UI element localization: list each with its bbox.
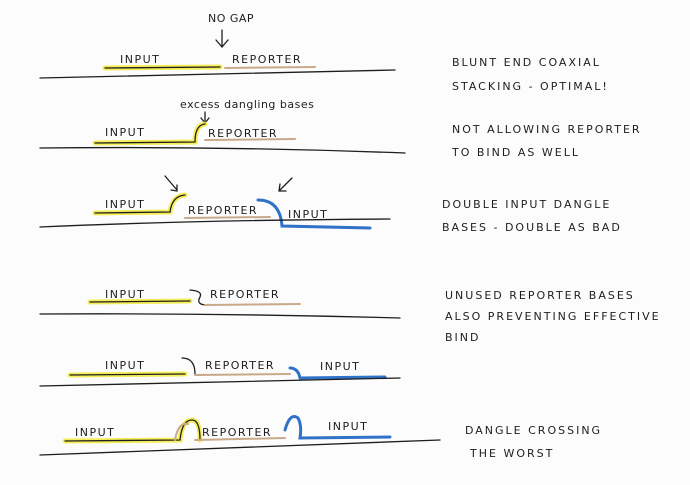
second-input-strand	[283, 415, 392, 440]
template-strand	[39, 439, 441, 456]
reporter-label: REPORTER	[188, 204, 258, 217]
reporter-label: REPORTER	[210, 288, 280, 301]
dangle	[181, 357, 196, 375]
row-2-excess-dangle: excess dangling bases INPUT REPORTER	[39, 98, 406, 154]
description-line: DANGLE CROSSING	[465, 424, 602, 437]
row-5-double-input: INPUT REPORTER INPUT	[39, 357, 401, 387]
description-line: ALSO PREVENTING EFFECTIVE	[445, 310, 661, 323]
descriptions: BLUNT END COAXIAL STACKING - OPTIMAL! NO…	[442, 56, 661, 460]
arrow-icon	[164, 175, 178, 192]
reporter-label: REPORTER	[232, 53, 302, 66]
template-strand	[39, 69, 396, 79]
second-input-strand	[288, 366, 387, 380]
input-label: INPUT	[120, 53, 160, 66]
reporter-dangle	[189, 289, 206, 306]
second-input-strand	[256, 198, 372, 230]
reporter-label: REPORTER	[208, 127, 278, 140]
reporter-strand	[204, 138, 296, 141]
reporter-strand	[184, 216, 271, 219]
description-line: BIND	[445, 331, 481, 344]
description-line: BLUNT END COAXIAL	[452, 56, 601, 69]
arrow-down-icon	[200, 111, 210, 125]
input-label: INPUT	[105, 198, 145, 211]
description-line: NOT ALLOWING REPORTER	[452, 123, 642, 136]
template-strand	[39, 313, 401, 319]
second-input-label: INPUT	[320, 360, 360, 373]
row-1-blunt-end: NO GAP INPUT REPORTER	[39, 12, 396, 79]
reporter-strand	[204, 303, 301, 306]
reporter-label: REPORTER	[205, 359, 275, 372]
second-input-label: INPUT	[288, 208, 328, 221]
row-6-dangle-crossing: INPUT REPORTER INPUT	[39, 415, 441, 456]
input-label: INPUT	[105, 359, 145, 372]
no-gap-annotation: NO GAP	[208, 12, 254, 25]
description-line: THE WORST	[469, 447, 554, 460]
template-strand	[39, 218, 391, 228]
description-line: TO BIND AS WELL	[451, 146, 580, 159]
arrow-down-icon	[215, 29, 229, 48]
reporter-strand	[224, 66, 316, 69]
input-label: INPUT	[75, 426, 115, 439]
description-line: BASES - DOUBLE AS BAD	[442, 221, 622, 234]
excess-dangling-annotation: excess dangling bases	[180, 98, 314, 111]
second-input-label: INPUT	[328, 420, 368, 433]
input-label: INPUT	[105, 288, 145, 301]
input-label: INPUT	[105, 126, 145, 139]
reporter-strand	[174, 422, 286, 441]
description-line: DOUBLE INPUT DANGLE	[442, 198, 611, 211]
template-strand	[39, 146, 406, 154]
arrow-icon	[278, 177, 293, 192]
reporter-label: REPORTER	[202, 426, 272, 439]
template-strand	[39, 377, 401, 387]
description-line: STACKING - OPTIMAL!	[452, 80, 609, 93]
row-4-unused-reporter: INPUT REPORTER	[39, 288, 401, 319]
description-line: UNUSED REPORTER BASES	[445, 289, 635, 302]
row-3-double-dangle: INPUT REPORTER INPUT	[39, 175, 391, 230]
reporter-strand	[194, 373, 291, 376]
